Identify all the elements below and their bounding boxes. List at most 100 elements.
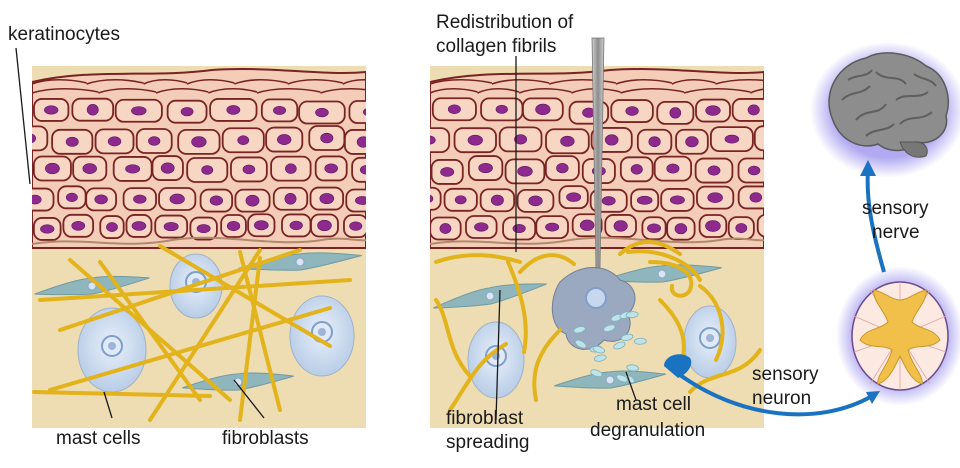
cell-nucleus (363, 108, 377, 116)
cell-nucleus (254, 221, 268, 230)
cell-nucleus (192, 137, 207, 148)
label-fibroblasts: fibroblasts (222, 428, 309, 449)
cell-nucleus (285, 193, 296, 204)
label-mast-cells: mast cells (56, 428, 140, 449)
cell-nucleus (566, 193, 580, 202)
cell-nucleus (227, 221, 240, 231)
cell-nucleus (40, 225, 54, 233)
cell-nucleus (605, 135, 618, 145)
label-redistribution-line1: Redistribution of (436, 12, 574, 33)
cell-nucleus (44, 106, 58, 114)
keratinocyte-cell (13, 126, 48, 150)
cell-nucleus (290, 221, 303, 230)
fibroblast-nucleus (658, 270, 666, 278)
cell-nucleus (441, 167, 454, 176)
cell-nucleus (561, 136, 575, 146)
cell-nucleus (131, 106, 146, 115)
cell-nucleus (108, 137, 121, 146)
cell-nucleus (29, 195, 41, 204)
cell-nucleus (350, 222, 362, 231)
cell-nucleus (95, 195, 108, 204)
keratinocyte-cell (352, 158, 382, 182)
cell-nucleus (708, 193, 723, 203)
cell-nucleus (106, 222, 117, 231)
cell-nucleus (421, 195, 433, 203)
label-fibroblast-spreading-line2: spreading (446, 432, 529, 453)
cell-nucleus (706, 106, 721, 116)
mast-cell-nucleolus (706, 334, 714, 342)
cell-nucleus (285, 164, 296, 174)
cell-nucleus (66, 193, 77, 202)
brain-illustration (810, 42, 960, 178)
cell-nucleus (556, 163, 568, 173)
spinal-cord-cross-section (836, 266, 960, 406)
cell-nucleus (45, 163, 59, 174)
label-mast-cell-degranulation-line1: mast cell (616, 394, 691, 415)
cell-nucleus (649, 137, 661, 147)
cell-nucleus (238, 136, 249, 145)
label-sensory-nerve-line1: sensory (862, 198, 929, 219)
cell-nucleus (705, 221, 720, 232)
cell-nucleus (491, 195, 503, 205)
cell-nucleus (602, 196, 615, 205)
cell-nucleus (736, 223, 747, 232)
cell-nucleus (440, 223, 451, 233)
cell-nucleus (133, 195, 146, 203)
cell-nucleus (355, 196, 369, 204)
cell-nucleus (243, 165, 255, 174)
keratinocyte-cell (409, 128, 449, 152)
cell-nucleus (202, 166, 213, 175)
cell-nucleus (468, 135, 483, 145)
fibroblast-nucleus (606, 376, 614, 384)
cell-nucleus (227, 105, 240, 114)
cell-nucleus (316, 108, 329, 117)
cell-nucleus (637, 196, 652, 204)
cell-nucleus (325, 164, 338, 173)
label-redistribution-line2: collagen fibrils (436, 36, 556, 57)
cell-nucleus (210, 196, 223, 205)
cell-nucleus (536, 104, 551, 115)
cell-nucleus (197, 224, 210, 232)
cell-nucleus (626, 107, 639, 116)
cell-nucleus (614, 221, 627, 232)
keratinocyte-cell (414, 188, 441, 210)
cell-nucleus (83, 164, 97, 174)
keratinocyte-cell (349, 101, 390, 123)
epidermis-left (13, 69, 391, 248)
cell-nucleus (675, 224, 687, 234)
cell-nucleus (667, 164, 679, 173)
cell-nucleus (708, 166, 720, 175)
cell-nucleus (686, 137, 699, 147)
cell-nucleus (765, 222, 777, 230)
cell-nucleus (164, 222, 178, 231)
cell-nucleus (474, 223, 488, 232)
cell-nucleus (496, 105, 508, 113)
cell-nucleus (246, 195, 259, 206)
mast-cell-nucleolus (318, 328, 326, 336)
label-sensory-neuron-line1: sensory (752, 364, 819, 385)
cell-nucleus (769, 134, 783, 143)
mast-cell-nucleolus (108, 342, 116, 350)
cell-nucleus (748, 105, 759, 115)
label-sensory-nerve-line2: nerve (872, 222, 920, 243)
cell-nucleus (72, 221, 85, 230)
label-mast-cell-degranulation-line2: degranulation (590, 420, 705, 441)
cell-nucleus (670, 108, 681, 119)
cell-nucleus (529, 196, 543, 206)
cell-nucleus (126, 165, 140, 174)
cell-nucleus (277, 134, 291, 144)
cell-nucleus (750, 193, 762, 203)
cell-nucleus (423, 136, 435, 144)
cell-nucleus (725, 135, 739, 143)
fibroblast-nucleus (486, 292, 494, 300)
label-sensory-neuron-line2: neuron (752, 388, 811, 409)
keratinocyte-cell (755, 126, 796, 150)
cell-nucleus (148, 137, 160, 146)
fibroblast-nucleus (296, 258, 304, 266)
cell-nucleus (132, 221, 146, 230)
granule (634, 338, 646, 344)
cell-nucleus (631, 164, 642, 174)
cell-nucleus (580, 220, 594, 231)
keratinocyte-cell (758, 215, 785, 237)
cell-nucleus (357, 137, 370, 148)
